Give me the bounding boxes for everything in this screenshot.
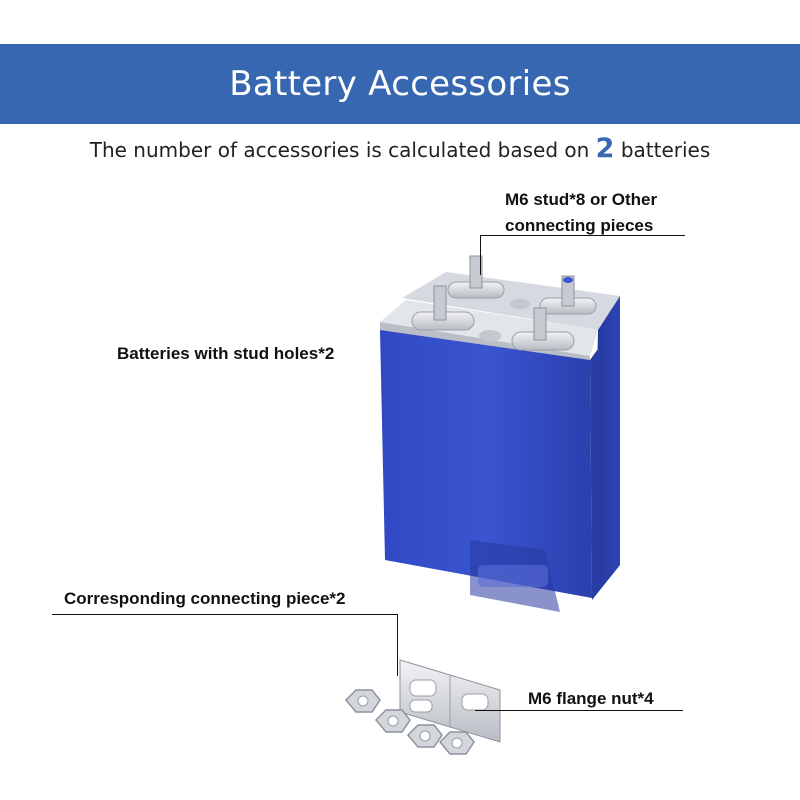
stud-callout-line-horizontal: [480, 235, 685, 236]
stud-label: M6 stud*8 or Other connecting pieces: [505, 187, 657, 239]
stud-label-line2: connecting pieces: [505, 216, 654, 235]
stud-callout-line-vertical: [480, 235, 481, 275]
batteries-label: Batteries with stud holes*2: [117, 344, 335, 363]
page-title: Battery Accessories: [229, 64, 571, 104]
flange-nut-label: M6 flange nut*4: [528, 689, 654, 708]
terminal-posts: [411, 255, 597, 351]
title-banner: Battery Accessories: [0, 44, 800, 124]
nut-callout-line: [475, 710, 683, 711]
piece-callout-line-vertical: [397, 614, 398, 676]
subtitle-text-before: The number of accessories is calculated …: [89, 138, 590, 162]
flange-nuts: [344, 689, 475, 755]
battery-count: 2: [595, 133, 615, 164]
subtitle: The number of accessories is calculated …: [0, 133, 800, 164]
stud-label-line1: M6 stud*8 or Other: [505, 190, 658, 209]
connecting-plate: [399, 659, 501, 743]
connecting-piece-label: Corresponding connecting piece*2: [64, 589, 346, 608]
piece-callout-line-horizontal: [52, 614, 398, 615]
subtitle-text-after: batteries: [620, 138, 711, 162]
